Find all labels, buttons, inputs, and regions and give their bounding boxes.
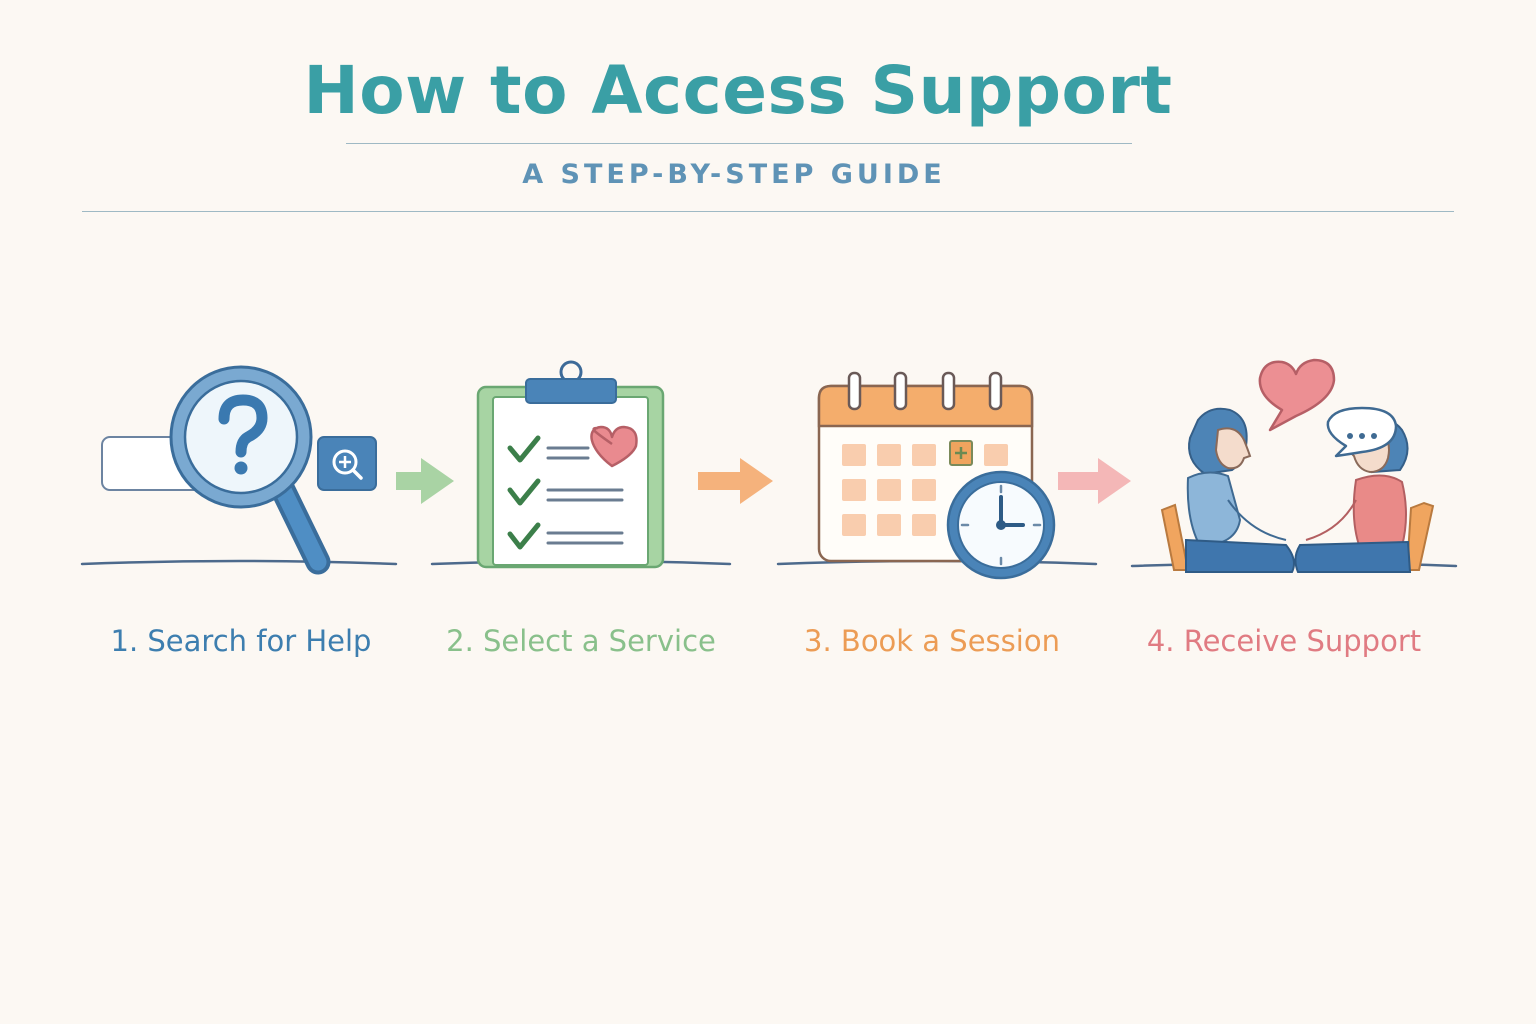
page-subtitle: A STEP-BY-STEP GUIDE: [522, 159, 946, 190]
speech-bubble-icon: [1326, 406, 1398, 458]
arrow-right-icon: [396, 458, 454, 504]
clipboard-checklist-icon: [476, 360, 665, 569]
step-label-select: 2. Select a Service: [446, 624, 716, 658]
arrow-right-icon: [1058, 458, 1131, 504]
step-label-receive: 4. Receive Support: [1146, 624, 1422, 658]
magnifier-search-icon: [101, 365, 377, 575]
step-label-search: 1. Search for Help: [110, 624, 372, 658]
page-title: How to Access Support: [303, 52, 1173, 129]
heart-bubble-icon: [1258, 358, 1336, 432]
title-divider: [346, 143, 1132, 144]
arrow-right-icon: [698, 458, 773, 504]
header-divider: [82, 211, 1454, 212]
step-label-book: 3. Book a Session: [804, 624, 1060, 658]
calendar-clock-icon: [817, 371, 1056, 580]
two-people-talking-icon: [1160, 358, 1435, 573]
